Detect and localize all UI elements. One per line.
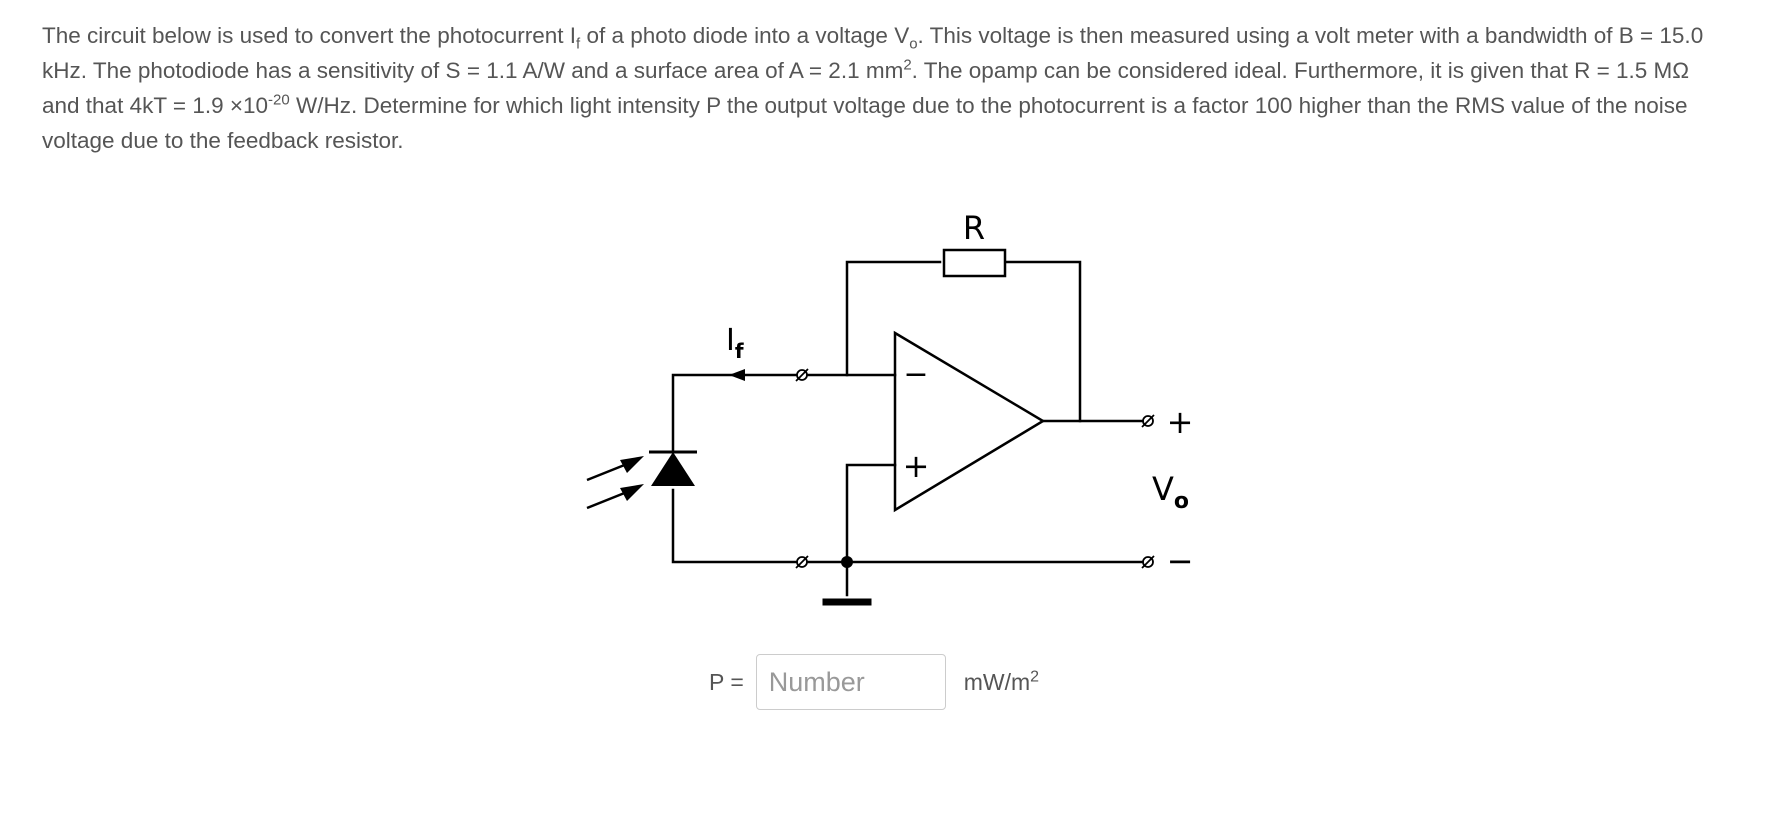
resistor-label: R [963,209,985,247]
light-arrows-icon [586,456,644,510]
question-part-5: W/Hz. Determine for which light intensit… [42,93,1688,153]
current-label: If [726,323,744,363]
terminal-input-top-slash [795,368,809,382]
diode-top-wire [671,373,801,452]
answer-unit: mW/m2 [963,667,1040,696]
question-part-3: . This voltage is then measured using a … [42,23,1704,83]
feedback-wire-right [1001,260,1082,423]
output-voltage-sub: o [1174,489,1189,514]
question-text: The circuit below is used to convert the… [42,18,1722,158]
terminal-output-plus-slash [1141,414,1155,428]
terminal-output-minus-slash [1141,555,1155,569]
question-sub-f: f [576,35,581,53]
junction-dot [841,556,853,568]
question-sup-exp: -20 [268,91,290,109]
question-sup-2: 2 [903,56,912,74]
answer-label: P = [709,668,744,695]
circuit-wires [671,260,1150,606]
terminal-input-bottom-slash [795,555,809,569]
answer-row: P = mW/m2 [709,652,1039,712]
output-plus-label: + [1167,403,1194,441]
current-arrow-icon [729,369,745,381]
answer-input[interactable] [755,654,946,710]
output-minus-label: − [1167,542,1194,580]
non-inverting-input-wire [845,463,897,597]
terminals [795,368,1155,569]
opamp-plus-label: + [903,447,930,485]
question-part-4: . The opamp can be considered ideal. Fur… [42,58,1690,118]
feedback-wire [845,260,942,377]
diode-bottom-wire [671,488,801,564]
answer-unit-sup: 2 [1030,667,1040,685]
output-voltage-main: V [1152,470,1174,508]
photodiode-triangle [651,452,695,486]
question-sub-o: o [909,35,918,53]
question-part-2: of a photo diode into a voltage V [580,23,910,48]
opamp-triangle [893,330,1046,513]
output-voltage-label: Vo [1152,470,1189,514]
opamp-minus-label: − [903,357,928,392]
light-arrow-head-1 [620,456,644,473]
current-label-main: I [726,323,735,358]
light-arrow-head-2 [620,484,644,501]
question-part-1: The circuit below is used to convert the… [42,23,577,48]
current-label-sub: f [735,339,744,363]
answer-unit-text: mW/m [963,668,1031,695]
resistor-r [942,248,1007,278]
